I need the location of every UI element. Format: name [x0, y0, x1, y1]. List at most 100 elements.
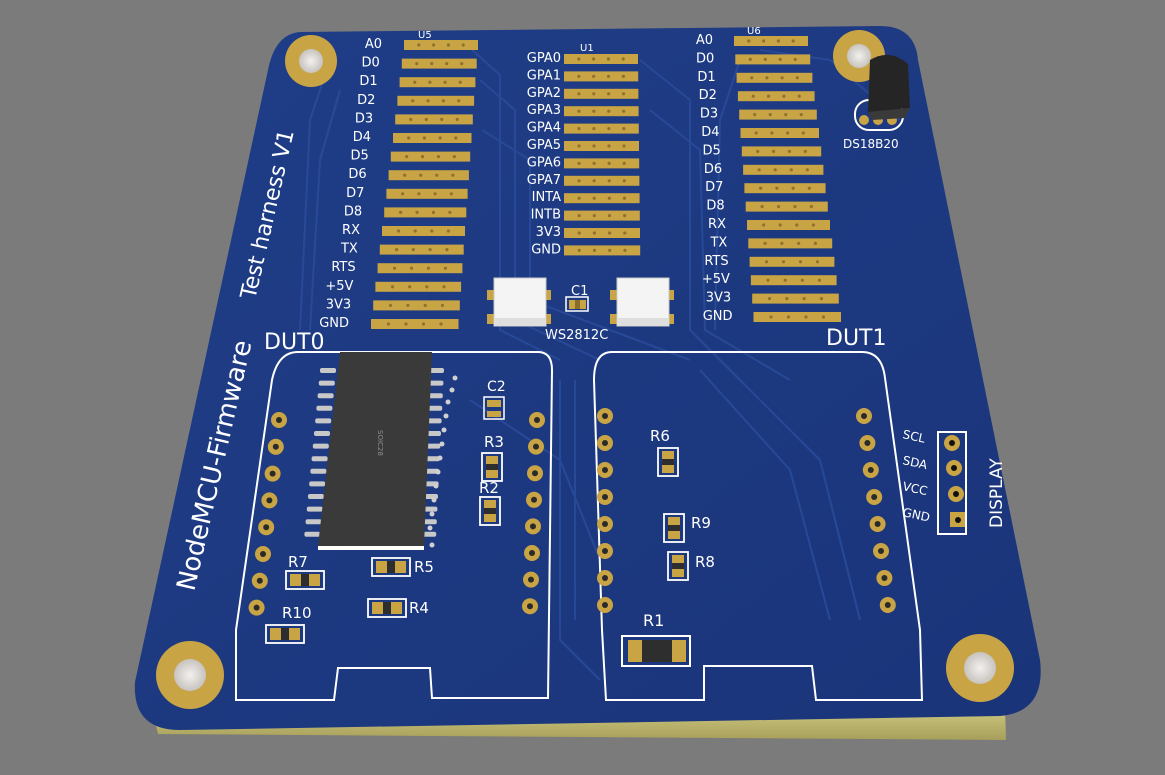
pad-dot — [577, 161, 581, 165]
pad-dot — [460, 62, 464, 66]
c2-label: C2 — [487, 379, 506, 395]
pad-dot — [754, 131, 758, 135]
pad-dot — [415, 62, 419, 66]
pin-pad — [386, 188, 468, 199]
pad-dot — [407, 136, 411, 140]
resistor-body — [383, 602, 391, 614]
pad-dot — [621, 92, 626, 96]
led-label: WS2812C — [545, 328, 608, 343]
pad-dot — [405, 155, 409, 159]
resistor-outline — [481, 452, 503, 482]
resistor-pad — [484, 514, 496, 522]
dut-pad-hole — [871, 494, 878, 500]
pad-dot — [430, 229, 434, 233]
pad-dot — [789, 168, 793, 172]
header-u5-pin: RX — [342, 223, 465, 238]
ic-pin-right — [426, 405, 443, 411]
resistor-body — [486, 464, 498, 470]
resistor-r6: R6 — [650, 427, 679, 477]
pad-dot — [798, 260, 803, 264]
header-u1-pin: GND — [531, 242, 641, 257]
via — [452, 375, 458, 381]
pad-dot — [770, 131, 774, 135]
via — [433, 483, 439, 489]
pad-dot — [403, 173, 407, 177]
pad-dot — [397, 229, 401, 233]
resistor-body — [668, 525, 680, 531]
pad-dot — [577, 109, 581, 113]
r5-label: R5 — [414, 558, 434, 576]
pad-dot — [607, 127, 611, 131]
dut-pad-hole — [266, 497, 273, 504]
pad-dot — [805, 168, 809, 172]
pad-dot — [394, 248, 399, 252]
ic-pin-left — [308, 494, 324, 499]
pad-dot — [608, 248, 612, 252]
pin-label: D8 — [706, 199, 724, 214]
pad-dot — [607, 179, 611, 183]
via — [443, 413, 449, 419]
pin-pad — [750, 275, 837, 286]
resistor-pad — [270, 628, 281, 640]
pad-dot — [449, 192, 453, 196]
capacitor-c1 — [565, 296, 589, 312]
resistor-pad — [672, 569, 684, 577]
header-u6-pin: RTS — [704, 254, 835, 269]
pad-dot — [592, 92, 596, 96]
r3-label: R3 — [484, 433, 504, 451]
pad-dot — [404, 322, 408, 326]
dut-pad-hole — [884, 602, 891, 608]
ic-silk-line — [318, 546, 424, 550]
pad-dot — [811, 223, 816, 227]
dut-pad-hole — [878, 548, 884, 554]
via — [445, 399, 451, 405]
u5-ref: U5 — [418, 30, 432, 41]
pad-dot — [445, 62, 449, 66]
resistor-pad — [289, 628, 300, 640]
dut-pad-hole — [253, 604, 260, 611]
pad-dot — [440, 117, 444, 121]
resistor-body — [662, 459, 674, 465]
resistor-r10: R10 — [265, 604, 312, 644]
pad-dot — [388, 303, 393, 307]
header-u6-pin: D2 — [699, 88, 815, 103]
dut-pad-hole — [531, 496, 537, 503]
pad-dot — [607, 92, 611, 96]
pin-label: D3 — [355, 111, 373, 126]
pad-dot — [417, 192, 421, 196]
pad-dot — [424, 117, 428, 121]
pad-dot — [448, 210, 452, 214]
pad-dot — [607, 161, 611, 165]
dut1-label: DUT1 — [826, 326, 886, 351]
dut-pad-hole — [533, 443, 539, 450]
pin-label: D0 — [696, 51, 714, 66]
pad-dot — [592, 196, 596, 200]
pin-label: RTS — [331, 260, 355, 275]
pad-dot — [622, 196, 627, 200]
resistor-r7: R7 — [285, 553, 325, 590]
header-u6-pin: D8 — [706, 199, 828, 214]
pin-pad — [564, 228, 640, 238]
pin-label: RTS — [704, 254, 728, 269]
ic-pin-left — [315, 418, 332, 424]
header-u6-pin: D6 — [704, 162, 824, 177]
pad-dot — [783, 278, 787, 282]
pin-label: D5 — [351, 149, 369, 164]
pin-label: GPA0 — [527, 51, 561, 66]
resistor-outline — [371, 557, 411, 577]
pad-dot — [438, 136, 442, 140]
pad-dot — [621, 74, 625, 78]
pad-dot — [780, 241, 784, 245]
header-u1-pin: GPA0 — [527, 51, 638, 66]
pad-dot — [802, 297, 806, 301]
pin-pad — [564, 123, 639, 134]
pad-dot — [592, 231, 597, 235]
pin-label: INTB — [531, 208, 561, 223]
pad-dot — [461, 43, 465, 47]
resistor-r3: R3 — [481, 433, 504, 482]
pin-pad — [740, 128, 819, 138]
dut-pad-hole — [867, 467, 874, 473]
pad-dot — [577, 74, 581, 78]
pin-label: GND — [319, 316, 349, 331]
pad-dot — [592, 248, 597, 252]
